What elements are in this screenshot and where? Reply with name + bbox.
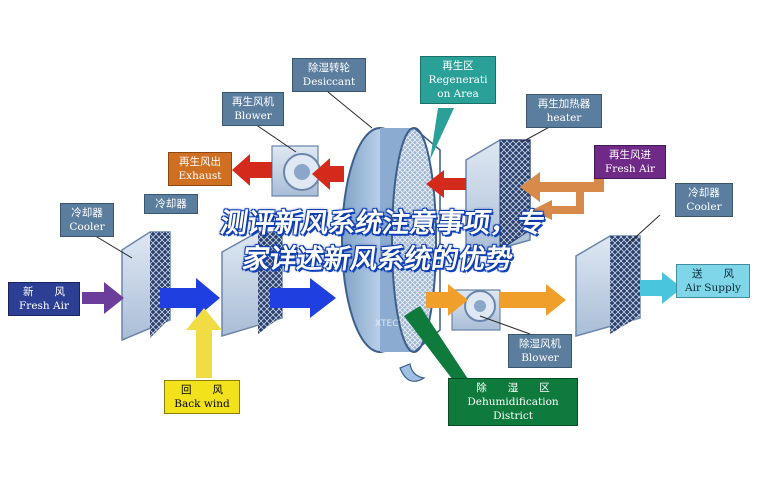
left-cooler-unit (121, 231, 171, 342)
supply-air-arrow (640, 272, 682, 304)
process-air-arrows (160, 278, 336, 318)
desiccant-wheel: XTEC (341, 127, 441, 382)
dehum-out-arrow (426, 284, 566, 316)
article-title-overlay: 测评新风系统注意事项，专 家详述新风系统的优势 (95, 206, 665, 278)
leader-lines (91, 91, 661, 335)
regen-return-arrow (312, 158, 466, 198)
regen-area-pointer (430, 108, 454, 160)
regen-heater-unit (465, 139, 531, 259)
fresh-air-arrow (82, 282, 124, 314)
right-cooler-unit (575, 235, 641, 337)
regen-exhaust-arrow (232, 154, 272, 186)
svg-text:XTEC: XTEC (375, 319, 398, 329)
regen-heater-loop-arrow (532, 192, 584, 220)
regen-fresh-arrow (520, 165, 604, 202)
dehum-district-pointer (404, 306, 470, 384)
article-title-line-1: 测评新风系统注意事项，专 (218, 208, 547, 239)
back-wind-arrow (186, 308, 222, 378)
cooler-mid-label: 冷却器 (144, 194, 198, 214)
article-title-line-2: 家详述新风系统的优势 (240, 244, 515, 275)
regen-blower-fan (271, 145, 321, 197)
mid-cooler-unit (221, 231, 283, 338)
